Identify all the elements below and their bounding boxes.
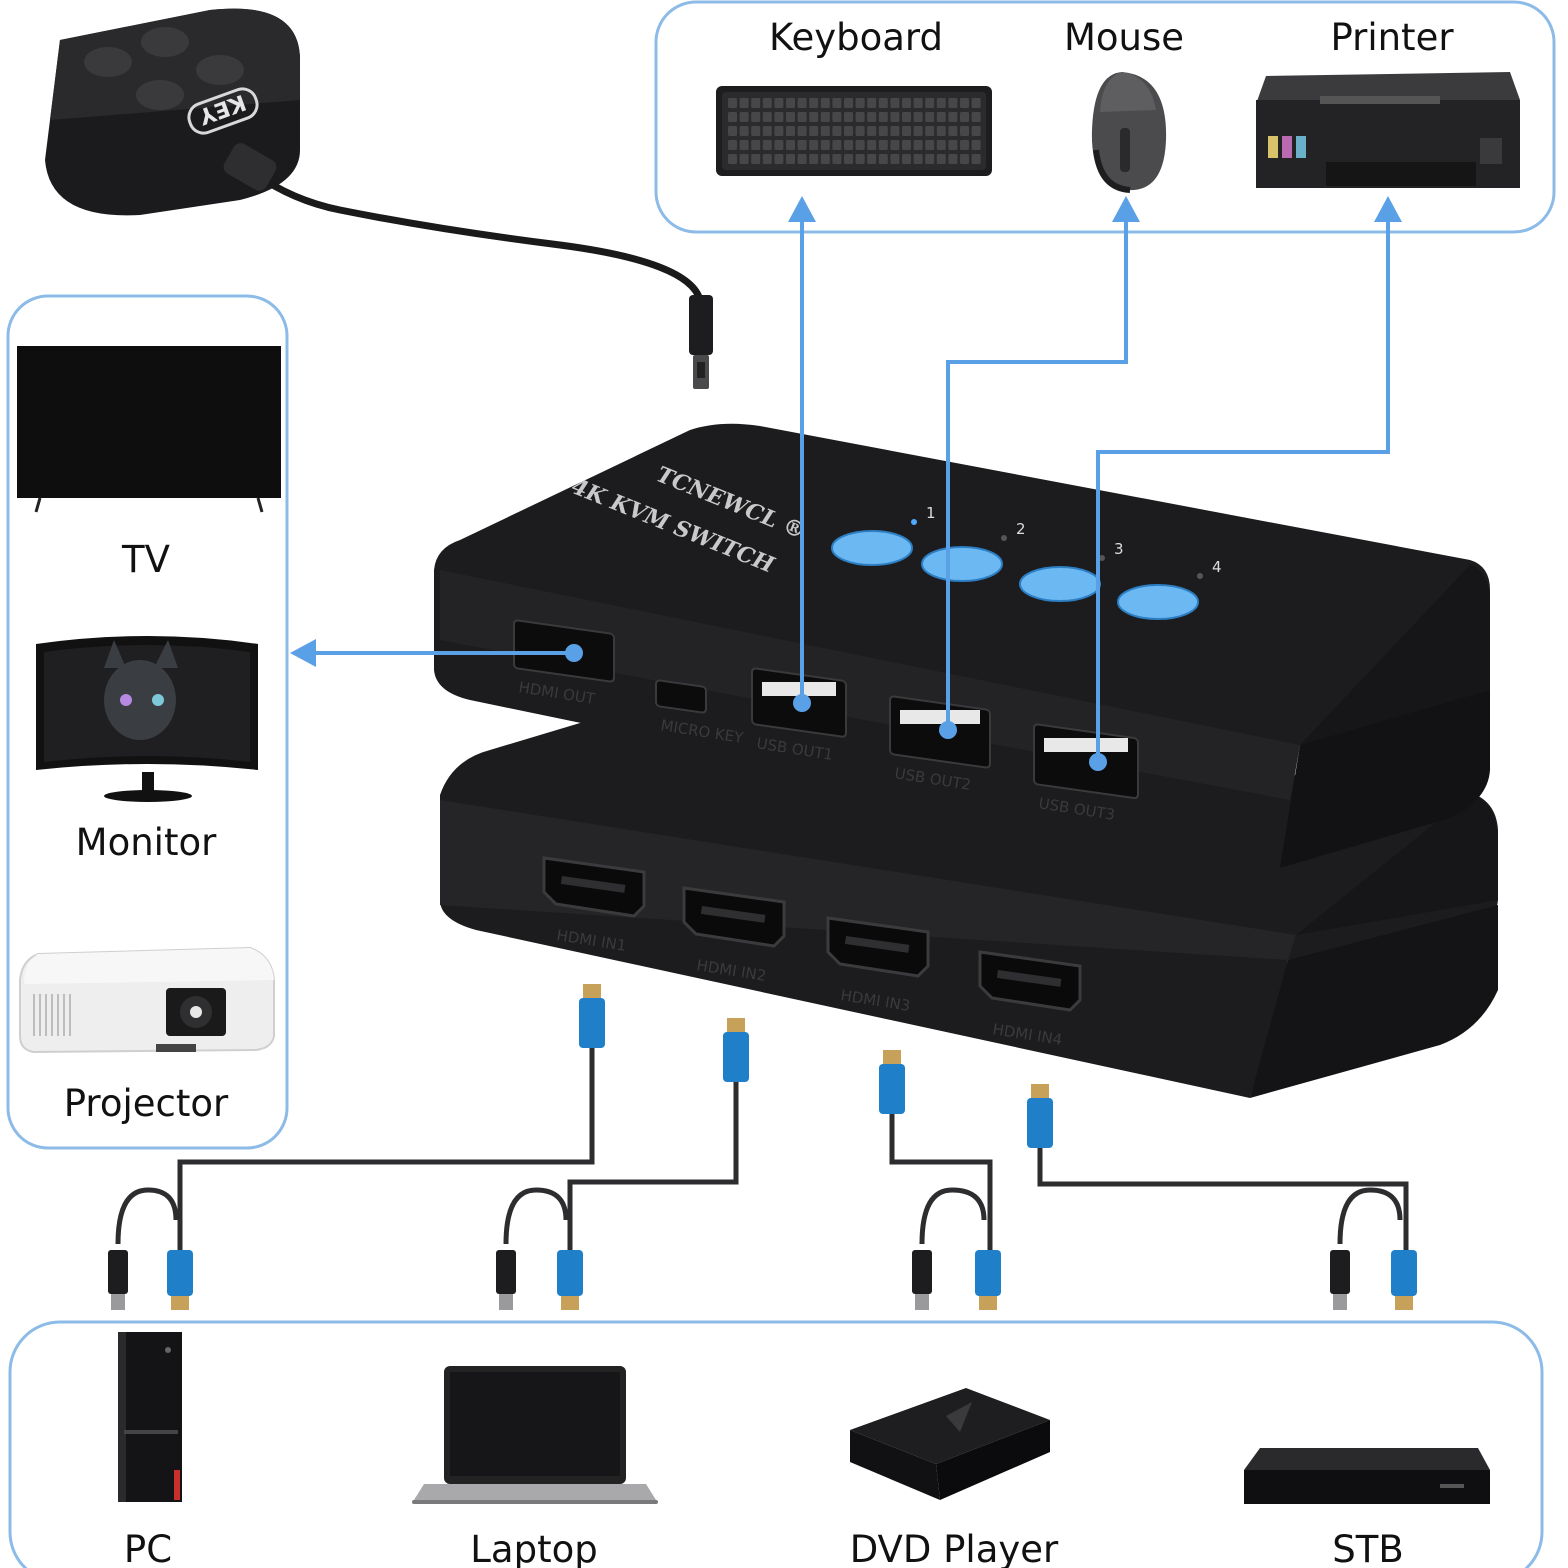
keyboard-arrow-icon — [788, 196, 816, 222]
mouse-connection — [946, 214, 1128, 730]
usb-plug-icon — [912, 1250, 932, 1310]
keyboard-image — [716, 86, 992, 176]
switch-number-2: 2 — [1016, 520, 1026, 538]
led-indicator-2 — [1001, 535, 1007, 541]
usb-plug-icon — [108, 1250, 128, 1310]
hdmi-plug-icon — [723, 1018, 749, 1082]
stb-image — [1244, 1448, 1490, 1504]
pc-label: PC — [124, 1528, 172, 1568]
sources-frame — [8, 1320, 1544, 1568]
hdmi-plug-icon — [879, 1050, 905, 1114]
switch-number-1: 1 — [926, 504, 936, 522]
input-cables — [115, 1046, 1409, 1250]
switch-button-2[interactable] — [921, 546, 1003, 582]
led-indicator-1 — [911, 519, 917, 525]
mouse-label: Mouse — [1064, 16, 1184, 59]
led-indicator-4 — [1197, 573, 1203, 579]
tv-label: TV — [121, 538, 170, 581]
usb-plug-icon — [496, 1250, 516, 1310]
display-arrow-icon — [290, 639, 316, 667]
keyboard-label: Keyboard — [769, 16, 943, 59]
laptop-image — [412, 1366, 658, 1504]
projector-label: Projector — [64, 1082, 229, 1125]
printer-connection — [1096, 214, 1390, 762]
printer-label: Printer — [1330, 16, 1454, 59]
connection-lines — [306, 214, 1390, 762]
printer-arrow-icon — [1374, 196, 1402, 222]
hdmi-plug-icon — [167, 1250, 193, 1310]
projector-image — [19, 946, 275, 1054]
hdmi-plug-icon — [1027, 1084, 1053, 1148]
displays-frame — [6, 294, 289, 1150]
remote-keypad: KEY — [45, 8, 713, 389]
switch-button-3[interactable] — [1019, 566, 1101, 602]
printer-image — [1256, 72, 1520, 188]
peripherals-frame — [654, 0, 1556, 234]
arrow-heads — [290, 196, 1402, 771]
remote-button-3 — [196, 55, 244, 85]
remote-button-2 — [84, 47, 132, 77]
switch-button-4[interactable] — [1117, 584, 1199, 620]
mouse-arrow-icon — [1112, 196, 1140, 222]
remote-button-1 — [141, 27, 189, 57]
dvd-player-image — [850, 1388, 1050, 1500]
hdmi-plug-icon — [579, 984, 605, 1048]
remote-button-4 — [136, 80, 184, 110]
switch-number-4: 4 — [1212, 558, 1222, 576]
hdmi-plug-icon — [557, 1250, 583, 1310]
usb-plug-icon — [1330, 1250, 1350, 1310]
dvd-player-label: DVD Player — [850, 1528, 1059, 1568]
switch-button-1[interactable] — [831, 530, 913, 566]
pc-image — [118, 1332, 182, 1502]
monitor-label: Monitor — [76, 821, 217, 864]
stb-label: STB — [1332, 1528, 1403, 1568]
led-indicator-3 — [1099, 555, 1105, 561]
hdmi-plug-icon — [975, 1250, 1001, 1310]
tv-image — [17, 346, 281, 513]
switch-number-3: 3 — [1114, 540, 1124, 558]
port-usb-out1: USB OUT1 — [751, 667, 847, 764]
monitor-image — [36, 636, 258, 802]
mouse-image — [1091, 72, 1167, 193]
laptop-label: Laptop — [470, 1528, 597, 1568]
hdmi-plug-icon — [1391, 1250, 1417, 1310]
